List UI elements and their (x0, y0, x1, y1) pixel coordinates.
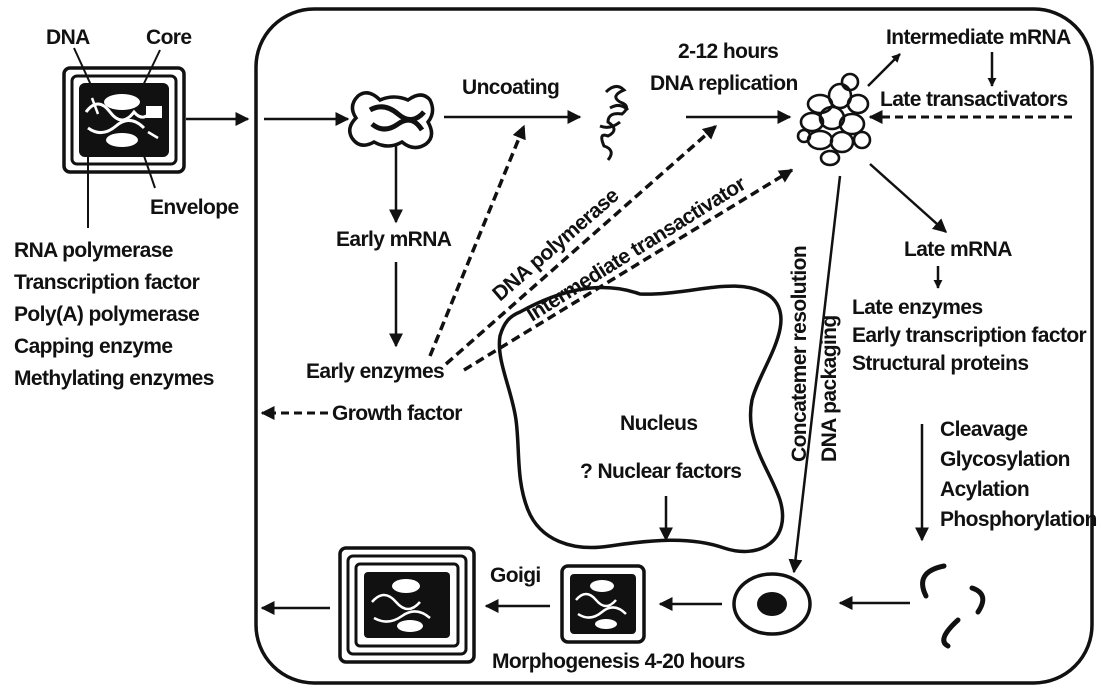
growth-factor-label: Growth factor (332, 402, 462, 425)
virion-particle (64, 68, 184, 172)
core-particle (350, 93, 433, 148)
late-product-item: Late enzymes (852, 296, 983, 319)
replicated-dna-mass (798, 74, 870, 165)
modification-item: Phosphorylation (940, 508, 1097, 531)
virion-core-label: Core (146, 26, 191, 49)
morphogenesis-label: Morphogenesis 4-20 hours (492, 650, 745, 673)
immature-virion (734, 574, 810, 634)
modification-item: Cleavage (940, 418, 1027, 441)
early-mrna-label: Early mRNA (336, 228, 452, 251)
nuclear-factors-label: ? Nuclear factors (580, 460, 741, 483)
uncoating-label: Uncoating (462, 76, 559, 99)
modification-item: Acylation (940, 478, 1029, 501)
uncoated-dna (600, 86, 628, 160)
late-transactivators-label: Late transactivators (880, 88, 1068, 111)
core-enzyme-item: Methylating enzymes (14, 367, 214, 390)
virion-envelope-label: Envelope (150, 196, 239, 219)
late-mrna-label: Late mRNA (904, 238, 1012, 261)
late-product-item: Structural proteins (852, 352, 1028, 375)
modification-list: Cleavage Glycosylation Acylation Phospho… (940, 418, 1097, 531)
core-enzyme-list: RNA polymerase Transcription factor Poly… (14, 239, 214, 390)
concatemer-resolution-label: Concatemer resolution (788, 246, 811, 462)
golgi-label: Goigi (490, 564, 541, 587)
virion-dna-label: DNA (46, 26, 90, 49)
intermediate-mrna-label: Intermediate mRNA (886, 26, 1071, 49)
crescent-membranes (923, 566, 983, 646)
enveloped-virion (340, 548, 474, 662)
core-enzyme-item: RNA polymerase (14, 239, 173, 262)
replication-time-label: 2-12 hours (678, 40, 778, 63)
late-product-list: Late enzymes Early transcription factor … (852, 296, 1087, 375)
nucleus-label: Nucleus (620, 412, 698, 435)
dna-replication-label: DNA replication (650, 72, 798, 95)
core-enzyme-item: Poly(A) polymerase (14, 303, 199, 326)
modification-item: Glycosylation (940, 448, 1070, 471)
mature-virion (562, 566, 644, 642)
core-enzyme-item: Transcription factor (14, 271, 200, 294)
core-enzyme-item: Capping enzyme (14, 335, 172, 358)
early-enzymes-label: Early enzymes (306, 360, 444, 383)
late-product-item: Early transcription factor (852, 324, 1087, 347)
